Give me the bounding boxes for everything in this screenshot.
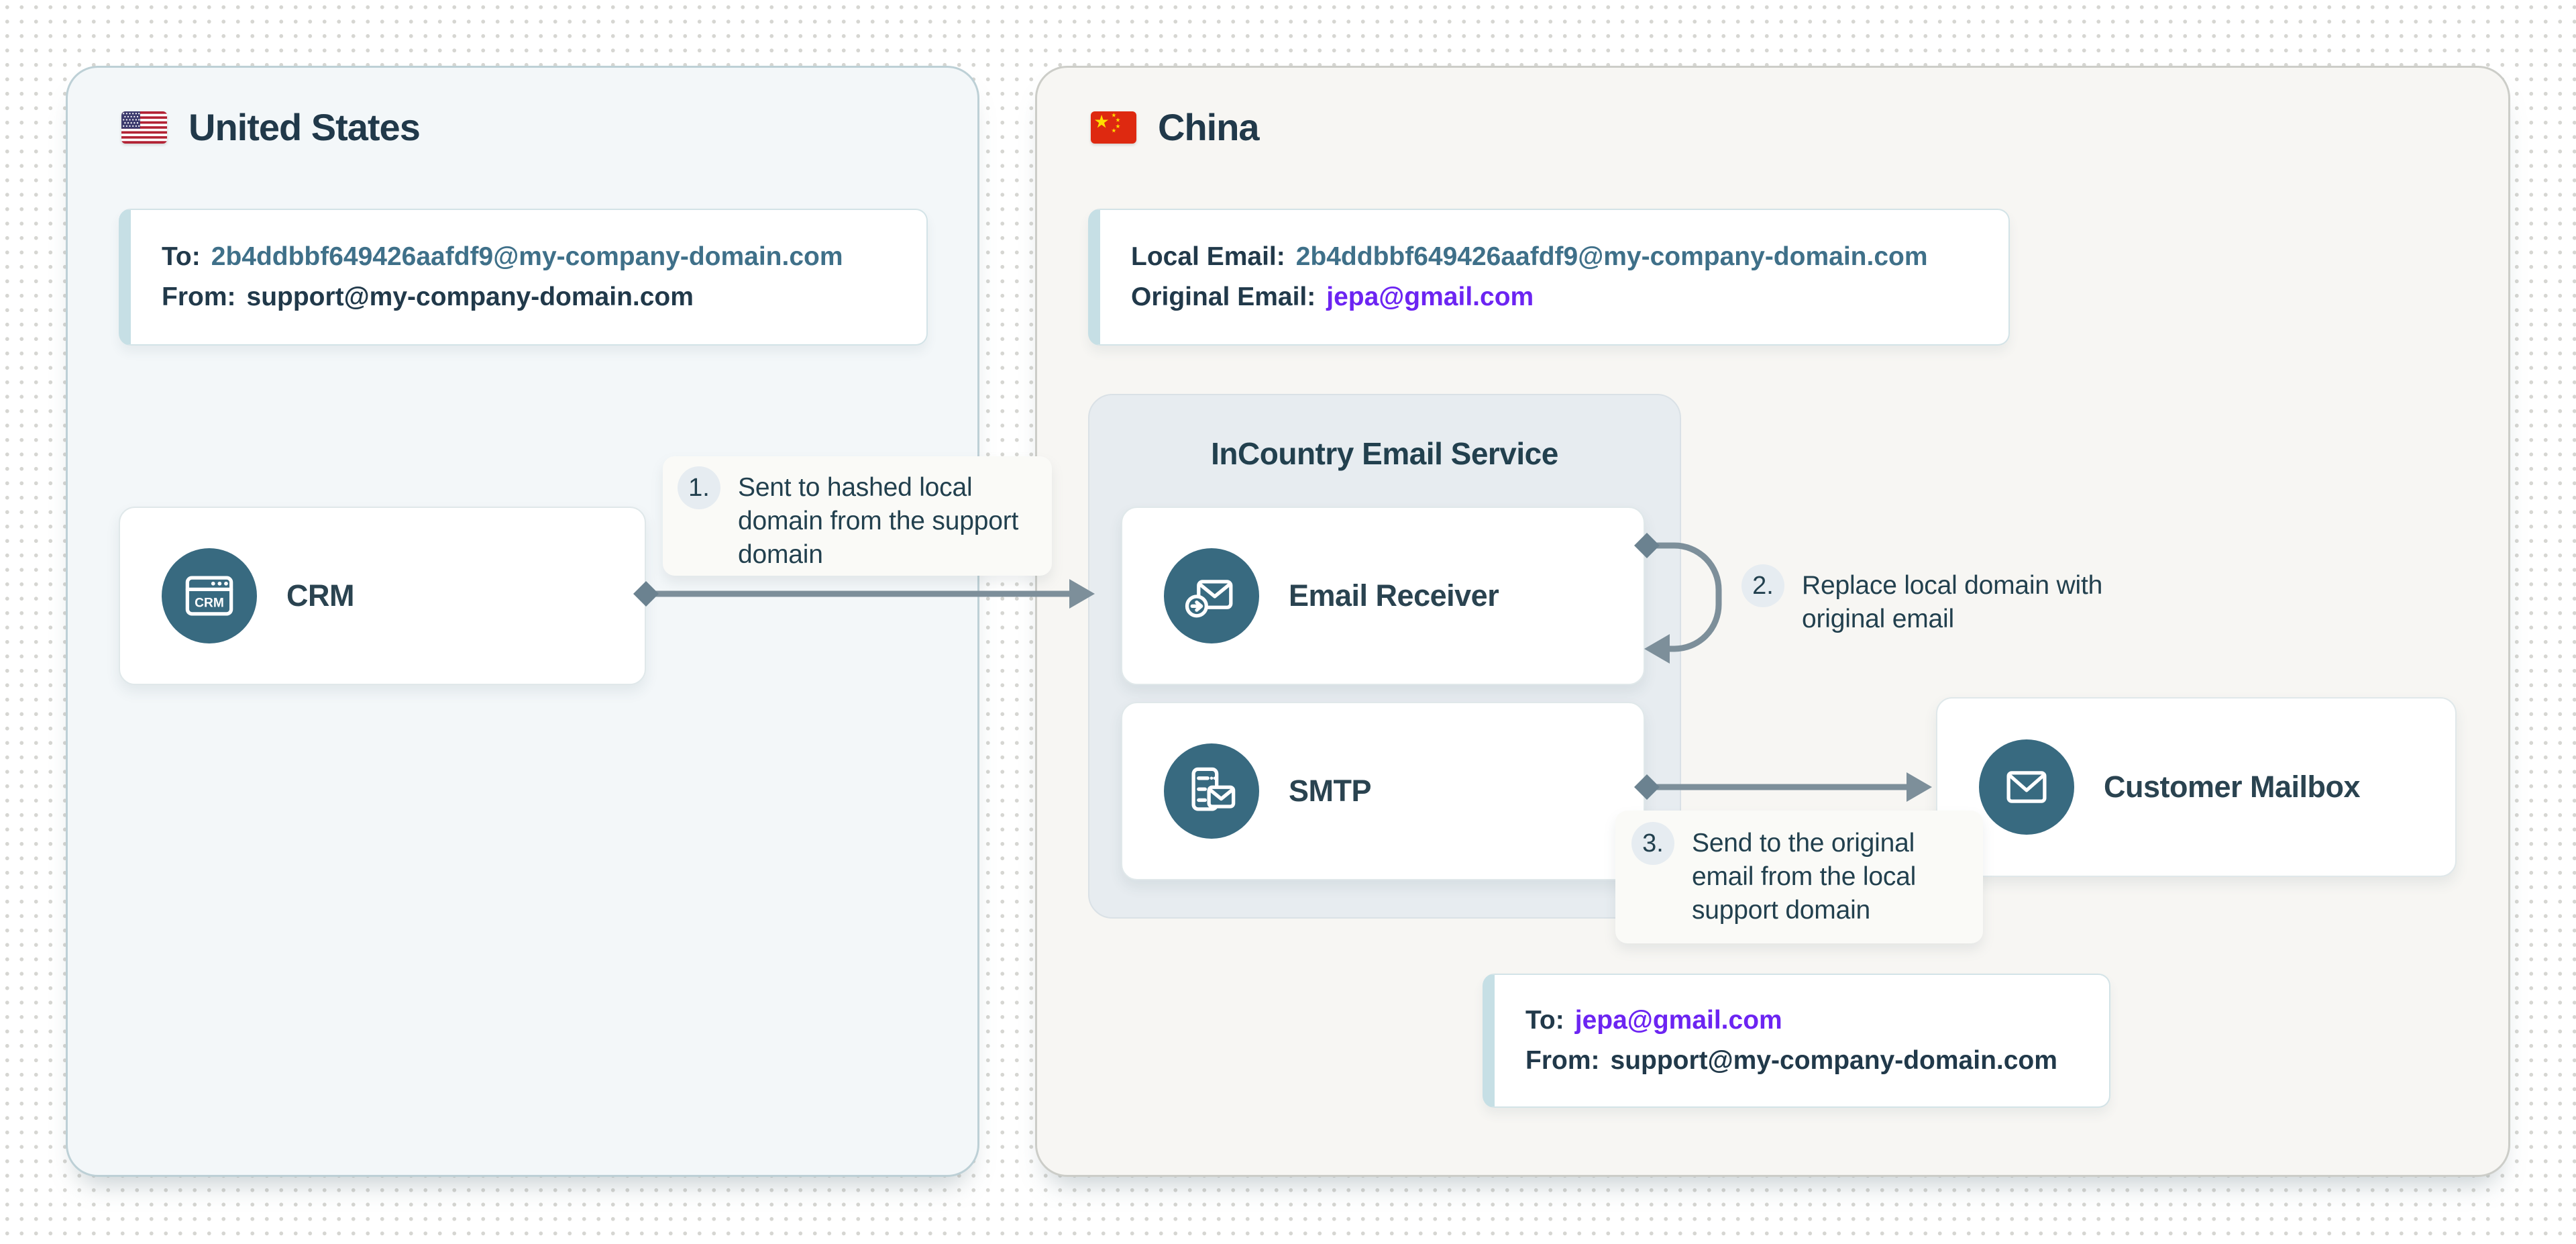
step-1-badge: 1.: [678, 466, 720, 509]
crm-browser-icon: CRM: [162, 548, 257, 643]
united-states-panel: United States To: 2b4ddbbf649426aafdf9@m…: [66, 66, 979, 1177]
customer-mailbox-label: Customer Mailbox: [2104, 770, 2361, 804]
final-from-row: From: support@my-company-domain.com: [1525, 1046, 2109, 1076]
smtp-label: SMTP: [1289, 774, 1372, 808]
china-title: China: [1158, 106, 1260, 148]
step-3-badge: 3.: [1631, 822, 1674, 865]
local-email-label: Local Email:: [1131, 242, 1285, 271]
china-flag-icon: [1091, 111, 1136, 144]
from-value-support-address: support@my-company-domain.com: [246, 282, 694, 311]
customer-mailbox-node: Customer Mailbox: [1936, 697, 2457, 877]
china-mapping-email-box: Local Email: 2b4ddbbf649426aafdf9@my-com…: [1088, 209, 2010, 346]
crm-label: CRM: [286, 578, 354, 613]
original-email-row: Original Email: jepa@gmail.com: [1131, 282, 2008, 312]
crm-icon-text: CRM: [195, 596, 224, 610]
email-receiver-node: Email Receiver: [1121, 507, 1645, 685]
step-1-text: Sent to hashed local domain from the sup…: [738, 473, 1019, 569]
step-2-badge: 2.: [1741, 564, 1784, 607]
email-from-row: From: support@my-company-domain.com: [162, 282, 926, 312]
step-2-text: Replace local domain with original email: [1802, 571, 2103, 633]
final-to-value: jepa@gmail.com: [1574, 1006, 1782, 1035]
final-from-label: From:: [1525, 1046, 1600, 1075]
us-flag-icon: [121, 111, 167, 144]
local-email-value: 2b4ddbbf649426aafdf9@my-company-domain.c…: [1295, 242, 1928, 271]
united-states-header: United States: [121, 105, 421, 149]
final-to-row: To: jepa@gmail.com: [1525, 1006, 2109, 1035]
step-2-annotation: 2. Replace local domain with original em…: [1741, 564, 2104, 636]
incountry-email-service-group: InCountry Email Service Email Receiver: [1088, 394, 1681, 919]
smtp-server-icon: [1164, 743, 1259, 839]
step-3-text: Send to the original email from the loca…: [1692, 829, 1917, 925]
customer-mailbox-envelope-icon: [1979, 739, 2074, 835]
china-panel: China Local Email: 2b4ddbbf649426aafdf9@…: [1035, 66, 2510, 1177]
crm-node: CRM CRM: [119, 507, 646, 685]
final-from-value: support@my-company-domain.com: [1610, 1046, 2057, 1075]
email-to-row: To: 2b4ddbbf649426aafdf9@my-company-doma…: [162, 242, 926, 272]
from-label: From:: [162, 282, 236, 311]
final-to-label: To:: [1525, 1006, 1564, 1035]
local-email-row: Local Email: 2b4ddbbf649426aafdf9@my-com…: [1131, 242, 2008, 272]
final-delivered-email-box: To: jepa@gmail.com From: support@my-comp…: [1483, 974, 2110, 1108]
us-outgoing-email-box: To: 2b4ddbbf649426aafdf9@my-company-doma…: [119, 209, 928, 346]
united-states-title: United States: [189, 106, 421, 148]
email-receiver-label: Email Receiver: [1289, 578, 1499, 613]
china-header: China: [1091, 105, 1260, 149]
step-3-annotation: 3. Send to the original email from the l…: [1615, 811, 1983, 943]
to-label: To:: [162, 242, 201, 271]
original-email-value: jepa@gmail.com: [1326, 282, 1534, 311]
step-1-annotation: 1. Sent to hashed local domain from the …: [663, 456, 1052, 576]
original-email-label: Original Email:: [1131, 282, 1316, 311]
incountry-service-title: InCountry Email Service: [1211, 436, 1558, 471]
smtp-node: SMTP: [1121, 702, 1645, 880]
email-receiver-icon: [1164, 548, 1259, 643]
to-value-hashed-address: 2b4ddbbf649426aafdf9@my-company-domain.c…: [211, 242, 843, 271]
